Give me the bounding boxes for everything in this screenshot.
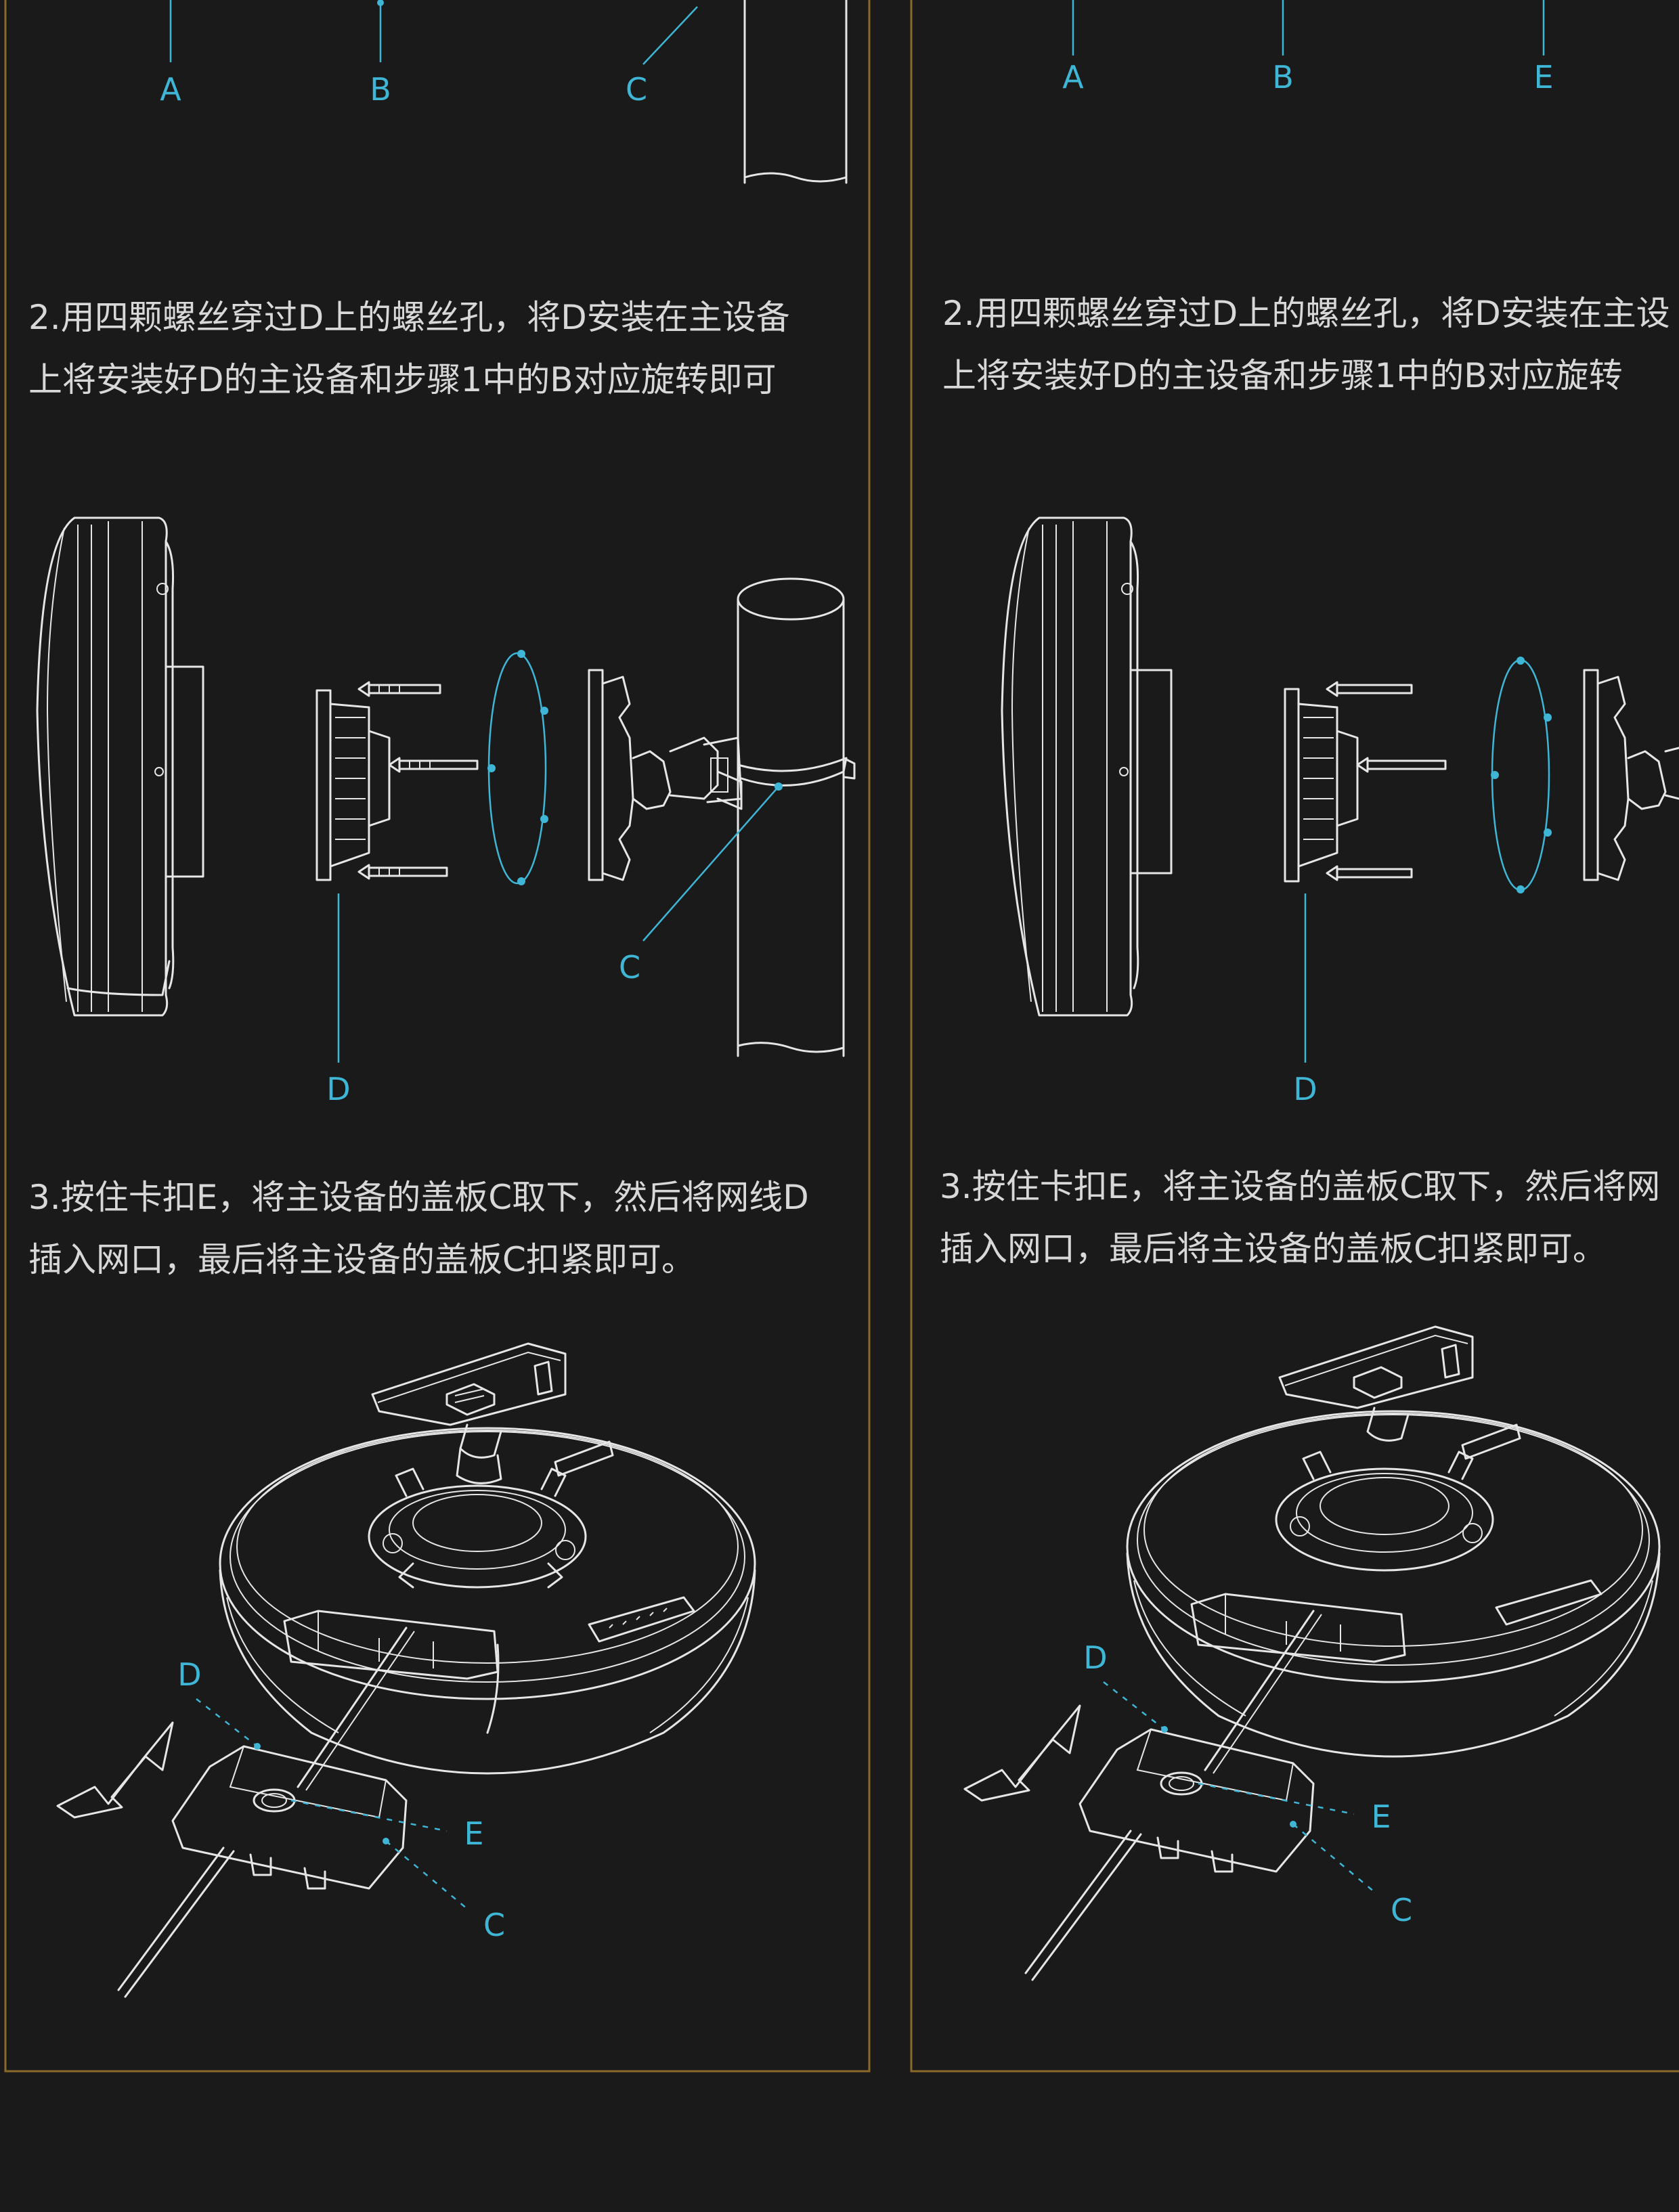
label-d-step2: D bbox=[326, 1071, 350, 1107]
cable-out-right bbox=[1024, 1830, 1142, 1981]
label-a: A bbox=[160, 71, 181, 108]
insert-arrow bbox=[56, 1721, 174, 1819]
left-step2-line1: 2.用四颗螺丝穿过D上的螺丝孔，将D安装在主设备 bbox=[28, 298, 790, 337]
right-step3-line1: 3.按住卡扣E，将主设备的盖板C取下，然后将网 bbox=[940, 1167, 1660, 1206]
left-step3-diagram: D E C bbox=[56, 1342, 756, 1998]
right-step2-line2: 上将安装好D的主设备和步骤1中的B对应旋转 bbox=[942, 356, 1623, 395]
led-strip bbox=[588, 1596, 695, 1643]
label-e-right: E bbox=[1533, 59, 1553, 95]
port-opening-right bbox=[1190, 1593, 1406, 1663]
pole-bottom bbox=[743, 0, 848, 184]
right-step3-line2: 插入网口，最后将主设备的盖板C扣紧即可。 bbox=[940, 1229, 1607, 1268]
cover-c bbox=[171, 1745, 408, 1890]
right-step1-remnant: A B E bbox=[1062, 0, 1554, 95]
mount-plate-d: D bbox=[315, 689, 391, 1107]
pole-with-clamp bbox=[716, 577, 856, 1057]
label-c-step2: C bbox=[619, 949, 640, 986]
right-step2-diagram: D bbox=[1001, 516, 1679, 1107]
alignment-ellipse-right bbox=[1491, 659, 1550, 891]
bracket-b-right bbox=[1583, 669, 1679, 881]
network-cable-right bbox=[1204, 1610, 1315, 1771]
label-e-step3: E bbox=[464, 1815, 483, 1852]
port-opening bbox=[283, 1610, 500, 1734]
round-device-body-right bbox=[1126, 1410, 1661, 1758]
label-c-right-step3: C bbox=[1391, 1892, 1412, 1928]
label-b: B bbox=[370, 71, 391, 108]
alignment-ellipse bbox=[487, 652, 547, 885]
right-panel-frame bbox=[910, 0, 1679, 2073]
label-c: C bbox=[626, 71, 647, 108]
label-c-step3: C bbox=[483, 1907, 505, 1943]
insert-arrow-right bbox=[963, 1704, 1081, 1802]
led-strip-right bbox=[1495, 1579, 1602, 1626]
label-a-right: A bbox=[1062, 59, 1084, 95]
right-step3-diagram: D E C bbox=[963, 1325, 1661, 1981]
label-b-right: B bbox=[1272, 59, 1294, 95]
bracket-b bbox=[588, 669, 743, 881]
label-e-right-step3: E bbox=[1371, 1798, 1391, 1835]
left-step3-line2: 插入网口，最后将主设备的盖板C扣紧即可。 bbox=[28, 1240, 695, 1279]
cable-out bbox=[117, 1846, 235, 1998]
main-device-side-right bbox=[1001, 516, 1173, 1017]
network-cable bbox=[297, 1627, 408, 1788]
left-step2-line2: 上将安装好D的主设备和步骤1中的B对应旋转即可 bbox=[28, 360, 777, 399]
label-d-step3: D bbox=[177, 1656, 201, 1693]
right-step2-line1: 2.用四颗螺丝穿过D上的螺丝孔，将D安装在主设 bbox=[942, 294, 1670, 333]
main-device-side bbox=[36, 516, 204, 1017]
label-d-right-step2: D bbox=[1293, 1071, 1317, 1107]
left-panel-frame bbox=[4, 0, 871, 2073]
left-step2-diagram: D bbox=[36, 516, 856, 1107]
left-step1-remnant: A B C bbox=[160, 0, 848, 184]
screws bbox=[357, 681, 479, 880]
mount-plate-d-right: D bbox=[1284, 688, 1359, 1107]
screws-right bbox=[1326, 681, 1447, 881]
round-device-body bbox=[219, 1427, 756, 1775]
left-step3-line1: 3.按住卡扣E，将主设备的盖板C取下，然后将网线D bbox=[28, 1178, 809, 1217]
label-d-right-step3: D bbox=[1083, 1639, 1107, 1676]
top-bracket-plate-right bbox=[1278, 1325, 1474, 1442]
top-bracket-plate bbox=[371, 1342, 567, 1484]
cover-c-right bbox=[1078, 1728, 1315, 1873]
